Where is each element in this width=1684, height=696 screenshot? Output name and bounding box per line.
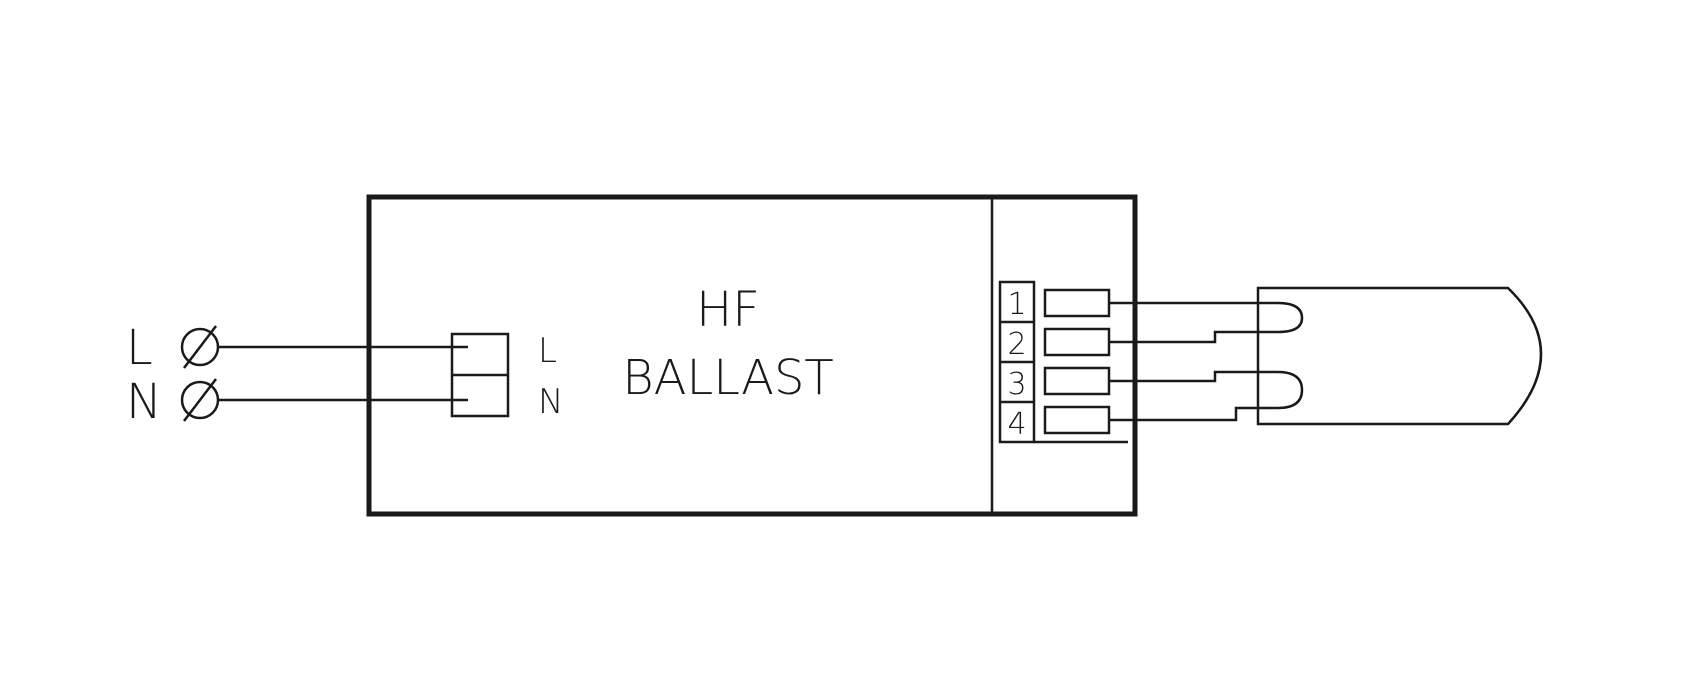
output-terminal-4-label: 4 [1007,407,1026,442]
output-socket-4 [1043,405,1111,435]
input-terminal-block [450,332,510,418]
ballast-title-line1: HF [696,282,760,338]
lamp-outline [1256,286,1543,426]
lamp-filament-2-icon [1277,370,1304,410]
output-wire-3 [1109,370,1278,383]
input-pin-n-label: N [538,382,563,422]
output-socket-2 [1043,327,1111,357]
lamp-filament-1-icon [1277,301,1304,334]
output-socket-1 [1043,288,1111,318]
ballast-housing [366,194,1138,517]
mains-line-terminal-icon [180,325,220,369]
mains-line-label: L [126,320,153,376]
input-pin-l-label: L [538,331,557,371]
output-terminal-2-label: 2 [1007,327,1026,362]
output-wire-2 [1109,330,1278,344]
output-socket-3 [1043,366,1111,396]
ballast-title-line2: BALLAST [622,350,833,406]
mains-neutral-terminal-icon [180,378,220,422]
output-terminal-3-label: 3 [1007,367,1026,402]
output-terminal-1-label: 1 [1007,287,1026,322]
output-terminal-block [998,280,1128,444]
mains-neutral-label: N [126,374,162,430]
